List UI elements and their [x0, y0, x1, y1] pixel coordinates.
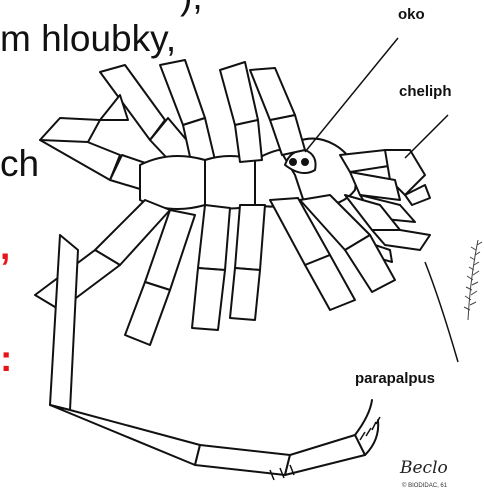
leg-long-tarsus	[285, 435, 365, 475]
leg-top-left-2	[160, 60, 205, 125]
label-parapalp: parapalpus	[355, 370, 435, 387]
leg-top-left-1	[100, 65, 165, 140]
trunk-segment-2	[205, 156, 255, 209]
leg-lower-3	[198, 205, 230, 270]
leader-eye	[305, 38, 398, 152]
leg-lower-4	[235, 205, 265, 270]
seaweed-drawing	[464, 240, 482, 320]
leader-cheliph	[405, 115, 448, 158]
image-credit: © BIODIDAC, 61	[402, 483, 447, 489]
label-cheliped: cheliph	[399, 83, 452, 100]
label-eye: oko	[398, 6, 425, 23]
leader-parapalp	[425, 262, 458, 362]
leg-long-left	[50, 235, 78, 410]
artist-signature: Beclo	[400, 458, 448, 478]
leg-right-upper-1	[270, 115, 305, 155]
